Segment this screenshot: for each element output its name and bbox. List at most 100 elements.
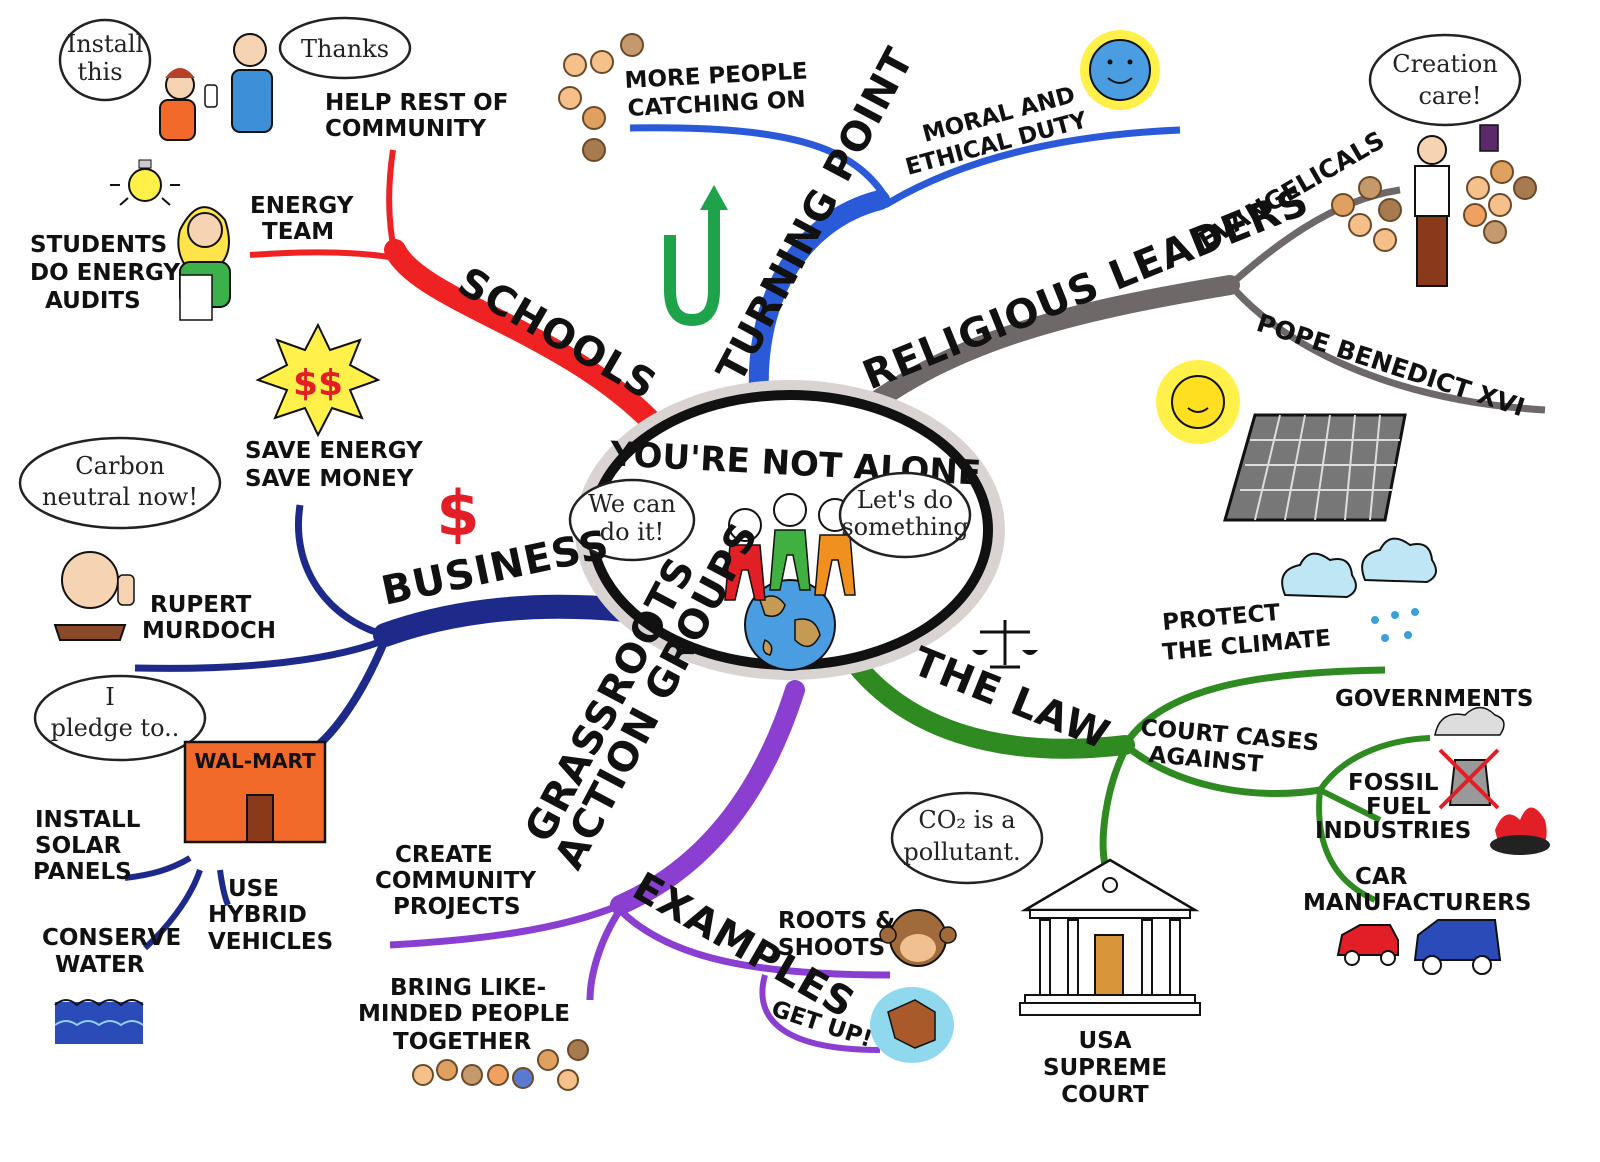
- label-murdoch-2: MURDOCH: [142, 618, 276, 644]
- branch-law-governments: [1317, 735, 1431, 792]
- svg-text:something: something: [841, 513, 968, 541]
- person-green-icon: [769, 493, 811, 591]
- label-students-2: DO ENERGY: [30, 260, 180, 286]
- label-solar-1: INSTALL: [35, 807, 141, 833]
- congregation-faces-icon: [1331, 160, 1537, 252]
- label-fossil-3: INDUSTRIES: [1315, 818, 1471, 844]
- people-install-bulb-icon: [159, 33, 273, 141]
- australia-map-icon: [870, 987, 954, 1063]
- branch-grassroots-getup: [759, 974, 881, 1053]
- crowd-faces-icon: [558, 33, 644, 162]
- branch-business-murdoch: [134, 636, 387, 672]
- branch-grassroots: [610, 680, 805, 915]
- label-create-1: CREATE: [395, 842, 493, 868]
- branch-schools: [384, 239, 661, 431]
- label-fossil-2: FUEL: [1366, 794, 1431, 820]
- svg-text:care!: care!: [1418, 82, 1481, 110]
- label-bring-2: MINDED PEOPLE: [358, 1001, 570, 1027]
- bubble-co2-pollutant: CO₂ is a pollutant.: [890, 791, 1044, 885]
- dollar-sign-icon: $: [436, 477, 479, 550]
- label-create-3: PROJECTS: [393, 894, 521, 920]
- branch-law-fossil: [1318, 787, 1382, 823]
- branch-law-protect: [1122, 666, 1386, 747]
- branch-business: [373, 594, 637, 647]
- bubble-pledge: I pledge to..: [33, 674, 207, 762]
- label-energy-team-2: TEAM: [262, 219, 334, 245]
- branch-business-water: [142, 869, 203, 951]
- student-clipboard-icon: [177, 206, 231, 321]
- svg-text:We can: We can: [588, 490, 676, 518]
- label-car-2: MANUFACTURERS: [1303, 890, 1531, 916]
- svg-text:$$: $$: [293, 363, 343, 404]
- svg-text:Creation: Creation: [1392, 50, 1498, 78]
- label-students-3: AUDITS: [45, 288, 141, 314]
- scales-of-justice-icon: [972, 620, 1038, 669]
- branch-grassroots-create: [389, 901, 622, 949]
- branch-law-court: [1122, 742, 1321, 797]
- svg-text:neutral now!: neutral now!: [42, 483, 198, 511]
- label-fossil-1: FOSSIL: [1348, 770, 1439, 796]
- svg-text:this: this: [77, 58, 122, 86]
- svg-text:CO₂ is a: CO₂ is a: [918, 806, 1015, 834]
- svg-text:I: I: [105, 683, 114, 711]
- label-governments: GOVERNMENTS: [1335, 686, 1533, 712]
- red-car-icon: [1336, 924, 1399, 966]
- label-usa-2: SUPREME: [1043, 1055, 1167, 1081]
- bubble-we-can: We can do it!: [568, 478, 696, 562]
- label-hybrid-2: HYBRID: [208, 902, 307, 928]
- money-burst-icon: $$: [255, 322, 381, 438]
- label-hybrid-3: VEHICLES: [208, 929, 333, 955]
- branch-law-usa: [1099, 748, 1129, 866]
- water-waves-icon: [54, 999, 144, 1044]
- label-bring-1: BRING LIKE-: [390, 975, 546, 1001]
- supreme-court-building-icon: [1019, 858, 1201, 1016]
- smiling-earth-icon: [1080, 30, 1160, 110]
- monkey-icon: [879, 909, 957, 967]
- label-students-1: STUDENTS: [30, 232, 167, 258]
- label-usa-3: COURT: [1061, 1082, 1149, 1108]
- lightbulb-icon: [110, 159, 180, 206]
- label-car-1: CAR: [1355, 864, 1408, 890]
- label-water-2: WATER: [55, 952, 145, 978]
- u-turn-arrow-icon: [664, 185, 728, 327]
- walmart-store-icon: WAL-MART: [183, 740, 327, 844]
- branch-grassroots-bring: [586, 908, 623, 1001]
- solar-panel-icon: [1223, 413, 1407, 522]
- svg-text:Let's do: Let's do: [857, 486, 953, 514]
- label-solar-3: PANELS: [33, 859, 132, 885]
- bubble-creation-care: Creation care!: [1368, 33, 1522, 127]
- bubble-carbon-neutral: Carbon neutral now!: [18, 436, 222, 530]
- label-schools: SCHOOLS: [450, 259, 664, 409]
- label-murdoch-1: RUPERT: [150, 592, 252, 618]
- group-faces-icon: [412, 1039, 589, 1091]
- man-pointing-icon: [53, 551, 135, 641]
- svg-text:pledge to..: pledge to..: [51, 714, 180, 742]
- branch-schools-team: [249, 249, 396, 261]
- bubble-thanks: Thanks: [278, 16, 412, 80]
- label-create-2: COMMUNITY: [375, 868, 536, 894]
- label-hybrid-1: USE: [228, 876, 279, 902]
- label-save-2: SAVE MONEY: [245, 466, 414, 492]
- bubble-lets-do: Let's do something: [838, 471, 972, 559]
- label-bring-3: TOGETHER: [393, 1029, 531, 1055]
- svg-text:do it!: do it!: [600, 518, 664, 546]
- branch-business-hybrid: [217, 869, 231, 907]
- branch-turning-moral: [883, 126, 1181, 209]
- bubble-install: Install this: [58, 18, 152, 102]
- branch-law-car: [1316, 789, 1377, 903]
- blue-car-icon: [1413, 919, 1502, 975]
- preacher-icon: [1414, 124, 1499, 287]
- branch-business-save: [295, 504, 386, 639]
- branch-religious-pope: [1232, 287, 1546, 414]
- branch-turning-more: [629, 124, 894, 207]
- branch-turning-point: [748, 190, 890, 420]
- burning-coal-icon: [1490, 807, 1550, 855]
- label-roots-1: ROOTS &: [778, 908, 895, 934]
- svg-text:Carbon: Carbon: [75, 452, 164, 480]
- branch-schools-help: [386, 149, 398, 256]
- label-pope: POPE BENEDICT XVI: [1253, 308, 1528, 422]
- person-red-icon: [724, 508, 766, 601]
- svg-text:Thanks: Thanks: [301, 35, 389, 63]
- label-save-1: SAVE ENERGY: [245, 438, 423, 464]
